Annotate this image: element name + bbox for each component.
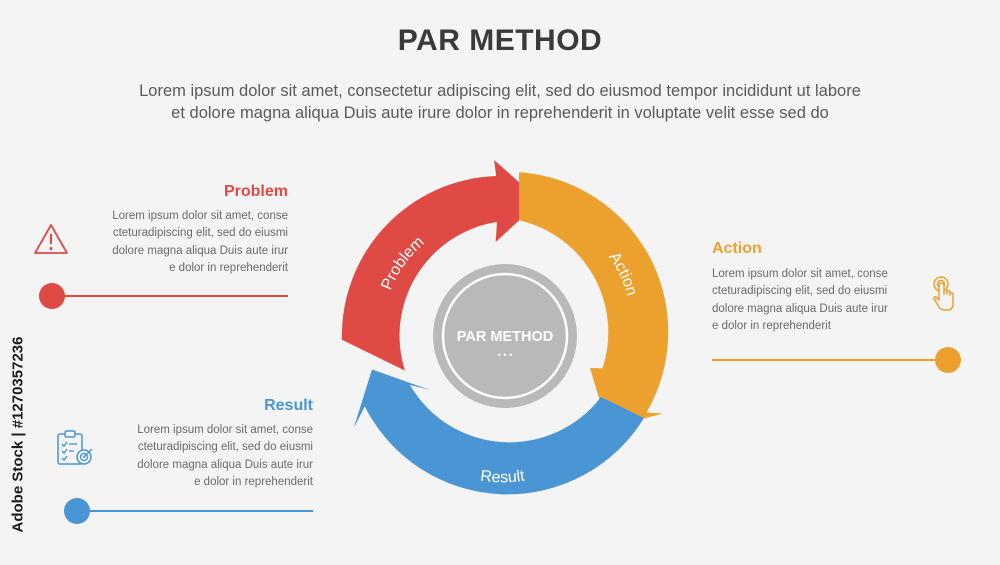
problem-line-2: cteturadipiscing elit, sed do eiusmi: [112, 227, 288, 240]
problem-line-3: dolore magna aliqua Duis aute irur: [112, 244, 288, 257]
segment-action: [519, 172, 669, 428]
segment-problem: [341, 160, 540, 371]
center-dots: • • •: [498, 350, 512, 360]
action-line: [712, 359, 948, 361]
result-line: [77, 510, 313, 512]
result-line-1: Lorem ipsum dolor sit amet, conse: [137, 424, 313, 436]
problem-heading: Problem: [223, 183, 288, 200]
result-description: Lorem ipsum dolor sit amet, conse ctetur…: [85, 422, 313, 492]
result-line-4: e dolor in reprehenderit: [194, 476, 313, 489]
warning-icon: [34, 224, 68, 254]
page-subtitle: Lorem ipsum dolor sit amet, consectetur …: [30, 80, 970, 124]
action-heading: Action: [712, 240, 762, 257]
center-circle-ring: [441, 272, 569, 400]
segment-label-result: Result: [479, 468, 526, 487]
problem-line-4: e dolor in reprehenderit: [169, 262, 288, 275]
action-description: Lorem ipsum dolor sit amet, conse ctetur…: [712, 266, 942, 336]
center-label: PAR METHOD: [457, 329, 553, 345]
action-line-1: Lorem ipsum dolor sit amet, conse: [712, 268, 888, 280]
subtitle-line-2: et dolore magna aliqua Duis aute irure d…: [171, 104, 829, 122]
page-title: PAR METHOD: [397, 24, 603, 57]
result-line-2: cteturadipiscing elit, sed do eiusmi: [137, 441, 313, 454]
result-line-3: dolore magna aliqua Duis aute irur: [137, 458, 313, 471]
action-line-2: cteturadipiscing elit, sed do eiusmi: [712, 285, 888, 298]
result-heading: Result: [264, 397, 313, 414]
segment-result: [353, 369, 644, 495]
subtitle-line-1: Lorem ipsum dolor sit amet, consectetur …: [139, 82, 861, 100]
center-circle-outer: [433, 264, 577, 408]
stock-watermark: Adobe Stock | #1270357236: [9, 336, 27, 533]
problem-line-1: Lorem ipsum dolor sit amet, conse: [112, 210, 288, 222]
problem-line: [52, 295, 288, 297]
touch-hand-icon: [933, 276, 954, 311]
action-line-4: e dolor in reprehenderit: [712, 320, 831, 333]
action-dot: [935, 347, 961, 373]
problem-description: Lorem ipsum dolor sit amet, conse ctetur…: [60, 208, 288, 278]
action-line-3: dolore magna aliqua Duis aute irur: [712, 302, 888, 315]
clipboard-target-icon: [57, 430, 93, 465]
